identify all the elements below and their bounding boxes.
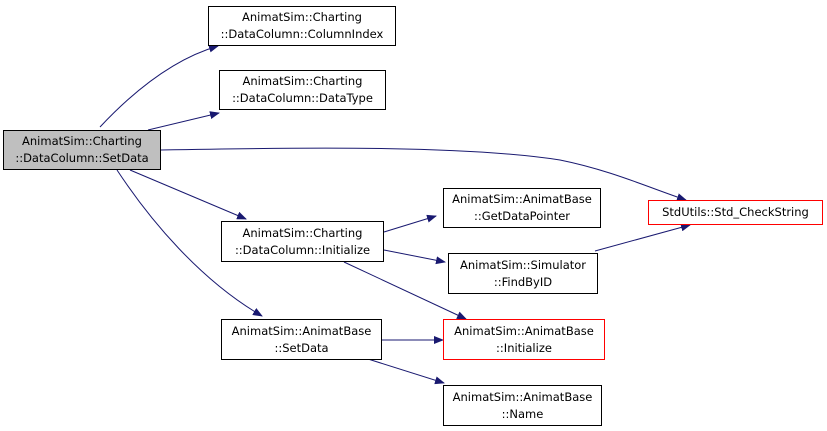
- edge-findbyid-to-checkstring: [594, 223, 691, 252]
- node-stdutils-std-checkstring[interactable]: StdUtils::Std_CheckString: [648, 200, 823, 225]
- node-datacolumn-initialize[interactable]: AnimatSim::Charting ::DataColumn::Initia…: [221, 221, 384, 262]
- edge-setdata-to-columnindex: [99, 44, 219, 128]
- node-label-line1: AnimatSim::Charting: [242, 74, 363, 88]
- node-label-line1: AnimatSim::AnimatBase: [454, 323, 594, 338]
- node-label-line1: AnimatSim::Simulator: [459, 257, 587, 272]
- node-label-line2: ::SetData: [274, 340, 329, 355]
- node-label-line1: AnimatSim::Charting: [22, 134, 142, 148]
- edge-initialize-to-findbyid: [383, 249, 446, 265]
- edge-initialize-to-base-initialize: [343, 261, 467, 320]
- node-label-line2: ::Name: [501, 406, 544, 421]
- node-animatbase-name[interactable]: AnimatSim::AnimatBase ::Name: [443, 385, 602, 426]
- node-label-line1: StdUtils::Std_CheckString: [662, 205, 809, 219]
- edge-setdata-to-initialize: [129, 169, 247, 220]
- node-label-line1: AnimatSim::AnimatBase: [452, 389, 593, 404]
- node-datacolumn-setdata[interactable]: AnimatSim::Charting ::DataColumn::SetDat…: [3, 130, 161, 170]
- edge-setdata-to-checkstring: [160, 147, 687, 201]
- node-label-line2: ::FindByID: [493, 274, 553, 289]
- node-label-line2: ::DataColumn::SetData: [15, 151, 149, 165]
- edge-setdata-to-base-setdata: [116, 169, 263, 317]
- node-datacolumn-columnindex[interactable]: AnimatSim::Charting ::DataColumn::Column…: [208, 6, 396, 46]
- node-label-line2: ::GetDataPointer: [473, 209, 571, 223]
- node-label-line1: AnimatSim::AnimatBase: [452, 192, 592, 206]
- edge-setdata-to-datatype: [147, 111, 220, 131]
- edge-base-setdata-to-base-name: [367, 358, 445, 385]
- node-animatbase-initialize[interactable]: AnimatSim::AnimatBase ::Initialize: [443, 319, 605, 360]
- node-animatbase-getdatapointer[interactable]: AnimatSim::AnimatBase ::GetDataPointer: [443, 188, 601, 228]
- node-label-line2: ::DataColumn::DataType: [232, 91, 373, 105]
- node-label-line1: AnimatSim::Charting: [242, 225, 363, 240]
- node-datacolumn-datatype[interactable]: AnimatSim::Charting ::DataColumn::DataTy…: [219, 70, 386, 110]
- node-label-line2: ::DataColumn::ColumnIndex: [220, 27, 384, 41]
- node-label-line2: ::Initialize: [496, 340, 552, 355]
- node-label-line1: AnimatSim::AnimatBase: [231, 323, 372, 338]
- node-label-line1: AnimatSim::Charting: [242, 10, 362, 24]
- edge-initialize-to-getdatapointer: [383, 214, 437, 233]
- node-animatbase-setdata[interactable]: AnimatSim::AnimatBase ::SetData: [221, 319, 382, 360]
- node-simulator-findbyid[interactable]: AnimatSim::Simulator ::FindByID: [448, 253, 598, 294]
- node-label-line2: ::DataColumn::Initialize: [234, 242, 371, 257]
